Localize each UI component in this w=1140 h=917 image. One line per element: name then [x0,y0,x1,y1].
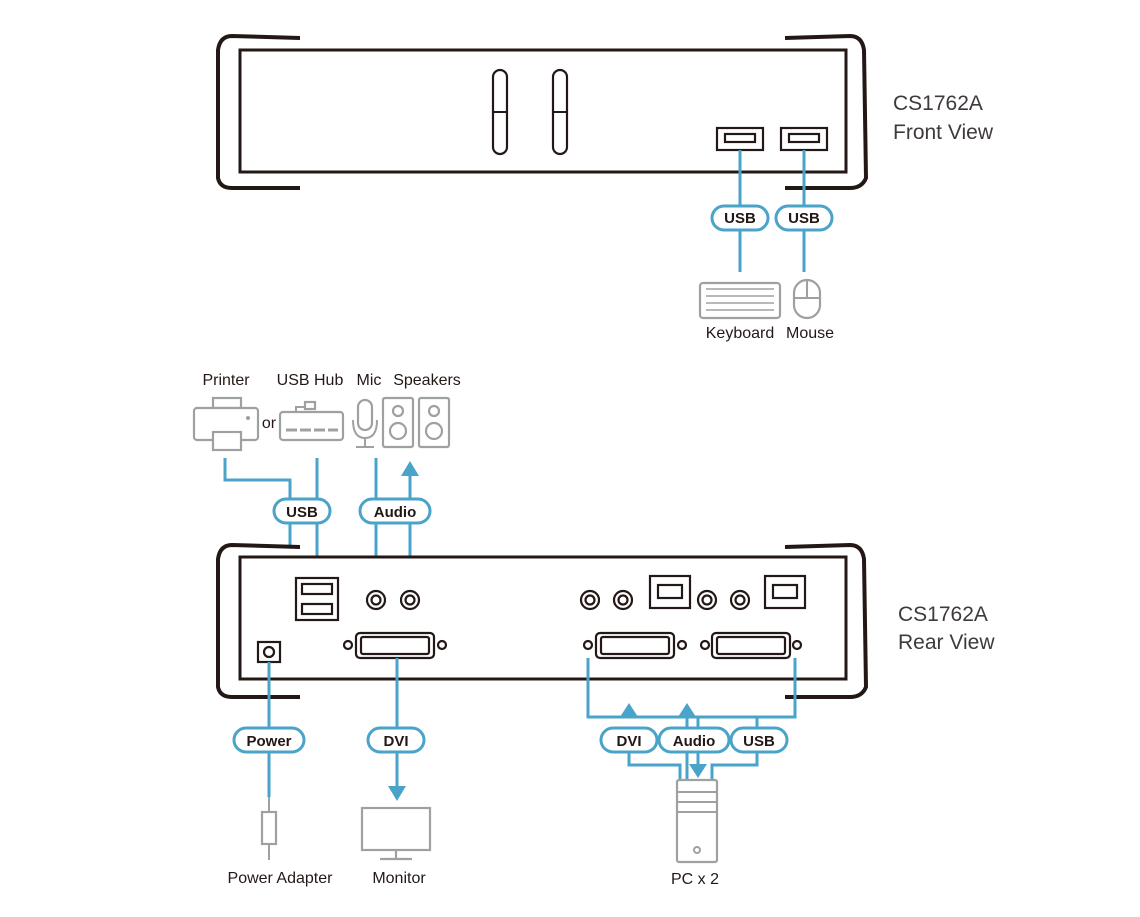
speakers-label: Speakers [393,372,461,389]
monitor-icon [360,806,432,861]
keyboard-label: Keyboard [706,325,775,342]
usb-label: USB [286,504,318,521]
usb-label: USB [724,210,756,227]
mouse-label: Mouse [786,325,834,342]
usb-cable-label-pc [729,726,789,754]
dvi-label: DVI [383,733,408,750]
kvm-usb-b-port-1 [648,574,692,610]
pc-label: PC x 2 [671,871,719,888]
usb-label: USB [788,210,820,227]
usb-hub-label: USB Hub [277,372,344,389]
usb-cable-label-peripherals [272,497,332,525]
keyboard-icon [698,281,782,320]
front-device [216,34,868,190]
audio-cable-label-pc [657,726,731,754]
dvi-cable-label-pc [599,726,659,754]
mic-label: Mic [357,372,382,389]
usb-label: USB [743,733,775,750]
pc-tower-icon [675,778,719,864]
rear-model: CS1762A [898,603,988,626]
audio-cable-label-peripherals [358,497,432,525]
monitor-label: Monitor [372,870,426,887]
front-view-title: Front View [893,121,994,144]
power-adapter-icon [260,797,278,860]
rear-device [216,543,868,699]
usb-hub-icon [278,400,345,442]
dvi-label: DVI [616,733,641,750]
rear-view-title: Rear View [898,631,995,654]
speaker-icon [381,396,451,449]
audio-label: Audio [374,504,417,521]
audio-label: Audio [673,733,716,750]
dvi-cable-label-monitor [366,726,426,754]
mouse-icon [792,278,822,320]
front-model: CS1762A [893,92,983,115]
front-panel [238,48,848,174]
or-label: or [262,415,277,432]
power-cable-label [232,726,306,754]
printer-label: Printer [202,372,250,389]
usb-cable-label-mouse [774,204,834,232]
power-adapter-label: Power Adapter [228,870,334,887]
mic-icon [352,398,378,448]
usb-cable-label-keyboard [710,204,770,232]
power-label: Power [246,733,291,750]
printer-icon [192,396,260,452]
